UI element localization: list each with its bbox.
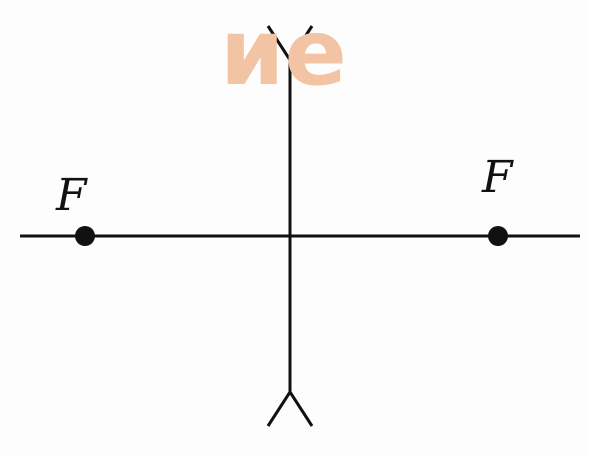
- focus-label-right: F: [481, 152, 514, 203]
- focus-point-right: [488, 226, 508, 246]
- watermark-text: ие: [220, 0, 347, 106]
- lens-bottom-arrowhead: [266, 389, 314, 427]
- focus-label-left: F: [55, 170, 88, 221]
- lens-top-arrowhead: [266, 25, 314, 63]
- focus-point-left: [75, 226, 95, 246]
